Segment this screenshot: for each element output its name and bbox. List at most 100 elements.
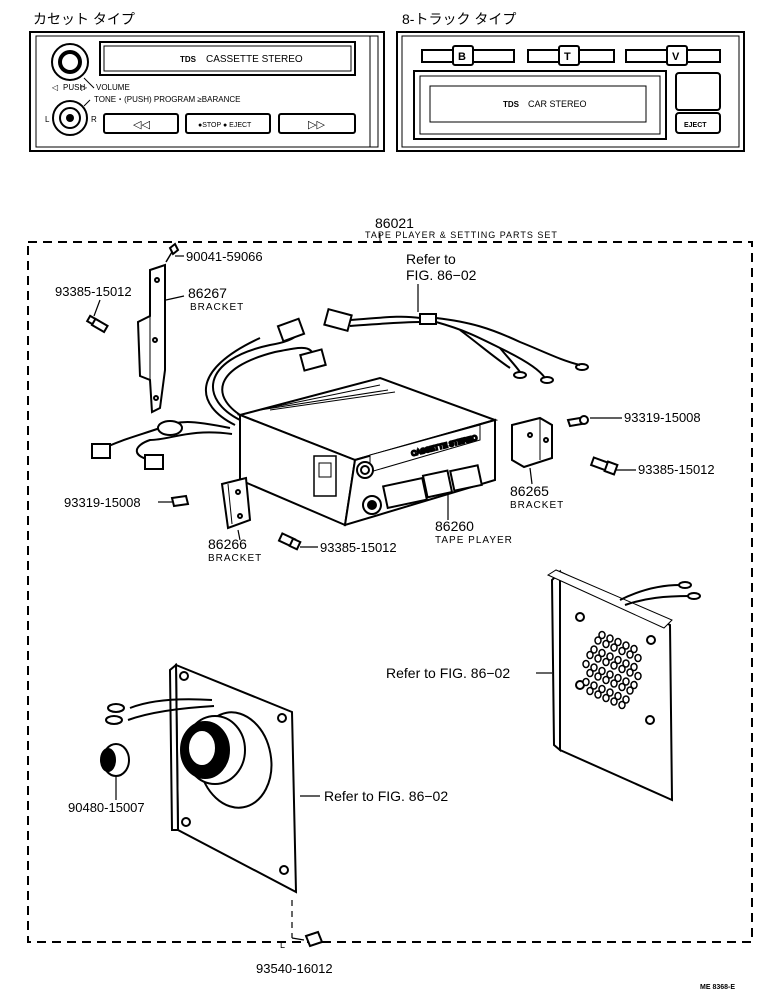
grille-hole <box>614 655 622 665</box>
grille-hole <box>610 661 618 670</box>
tone-program-balance-label: TONE・(PUSH) PROGRAM ≥BARANCE <box>94 95 240 104</box>
rewind-button-label: ◁◁ <box>133 119 150 131</box>
label-86265: 86265 <box>510 483 549 499</box>
bracket-86267-drawing <box>136 242 180 414</box>
eight-track-type-panel: 8-トラック タイプ B T V TDS CAR STEREO EJECT <box>396 11 745 152</box>
ref-harness-line1: Refer to <box>406 251 456 267</box>
grille-hole <box>614 637 622 647</box>
grille-hole <box>586 686 594 696</box>
grille-hole <box>594 636 602 645</box>
ref-speaker-right: Refer to FIG. 86−02 <box>386 665 510 681</box>
grille-hole <box>618 682 626 692</box>
grille-hole <box>590 663 598 672</box>
display-logo: TDS <box>180 55 197 64</box>
label-93319-15008-a: 93319-15008 <box>64 495 141 510</box>
cassette-type-panel: カセット タイプ PUSH ◁ ▷ VOLUME TONE・(PUSH) PRO… <box>29 11 385 152</box>
ff-button-label: ▷▷ <box>308 119 325 131</box>
part-labels: 90041-59066 93385-15012 86267 BRACKET 93… <box>55 249 715 976</box>
grille-hole <box>614 691 622 701</box>
label-86260: 86260 <box>435 518 474 534</box>
grille-hole <box>590 645 598 654</box>
screw-93319-left <box>170 494 190 508</box>
label-93540-16012: 93540-16012 <box>256 961 333 976</box>
svg-text:L: L <box>280 940 285 950</box>
speaker-left-wires <box>105 698 215 725</box>
screw-93385-right <box>589 456 619 476</box>
grille-hole <box>626 650 634 659</box>
ref-harness-line2: FIG. 86−02 <box>406 267 477 283</box>
grille-hole <box>606 652 614 661</box>
grille-hole <box>622 677 630 686</box>
label-93385-15012-a: 93385-15012 <box>55 284 132 299</box>
grille-hole <box>610 697 618 706</box>
grille-hole <box>582 659 590 669</box>
label-86267-name: BRACKET <box>190 302 244 313</box>
leader-lines <box>93 255 636 941</box>
volume-label: VOLUME <box>96 83 130 92</box>
speaker-left-drawing <box>168 662 298 894</box>
label-90041-59066: 90041-59066 <box>186 249 263 264</box>
grille-hole <box>602 693 610 703</box>
screw-93385-left <box>85 314 109 334</box>
eight-track-display-text: CAR STEREO <box>528 99 587 109</box>
svg-text:V: V <box>672 51 680 63</box>
grille-hole <box>582 677 590 687</box>
set-boundary <box>27 241 753 943</box>
grille-hole <box>622 641 630 650</box>
svg-text:T: T <box>564 51 571 63</box>
grille-hole <box>618 664 626 674</box>
grille-hole <box>634 671 642 681</box>
tone-knob <box>52 100 88 136</box>
eject-button-label: EJECT <box>684 122 707 129</box>
cassette-buttons: ◁◁ ●STOP ● EJECT ▷▷ <box>103 113 356 134</box>
grille-hole <box>594 654 602 663</box>
grille-hole <box>586 650 594 660</box>
grille-hole <box>614 673 622 683</box>
cassette-type-title: カセット タイプ <box>33 11 135 27</box>
grille-hole <box>610 643 618 652</box>
grille-hole <box>610 679 618 688</box>
grille-hole <box>594 672 602 681</box>
label-86267: 86267 <box>188 285 227 301</box>
grille-hole <box>630 662 638 672</box>
eight-track-type-title: 8-トラック タイプ <box>402 11 516 27</box>
grille-hole <box>598 648 606 658</box>
speaker-right-drawing <box>546 569 674 802</box>
svg-text:TDS: TDS <box>503 100 520 109</box>
tape-player-86260-drawing: CASSETTE STEREO <box>236 376 499 527</box>
label-86266-name: BRACKET <box>208 553 262 564</box>
grille-hole <box>630 644 638 654</box>
push-small-label: PUSH <box>63 83 85 92</box>
assembly-name: TAPE PLAYER & SETTING PARTS SET <box>365 230 558 240</box>
label-93385-15012-c: 93385-15012 <box>320 540 397 555</box>
label-86266: 86266 <box>208 536 247 552</box>
cassette-display: TDS CASSETTE STEREO <box>99 41 356 76</box>
bracket-86266-drawing <box>220 476 252 530</box>
label-86265-name: BRACKET <box>510 500 564 511</box>
grille-hole <box>618 646 626 656</box>
grille-hole <box>606 670 614 679</box>
stop-eject-button-label: ●STOP ● EJECT <box>198 122 252 129</box>
footer-code: ME 8368-E <box>700 984 735 991</box>
svg-text:L: L <box>45 115 50 124</box>
grille-hole <box>598 666 606 676</box>
grille-hole <box>622 659 630 668</box>
grille-hole <box>618 700 626 710</box>
grille-hole <box>634 653 642 663</box>
label-93385-15012-b: 93385-15012 <box>638 462 715 477</box>
svg-text:B: B <box>458 51 466 63</box>
grille-hole <box>622 695 630 704</box>
grommet-90480 <box>100 743 130 777</box>
screw-93385-bottom <box>277 532 302 551</box>
grille-hole <box>594 690 602 699</box>
speaker-grille <box>582 630 642 710</box>
grille-hole <box>602 657 610 667</box>
svg-text:R: R <box>91 115 97 124</box>
grille-hole <box>586 668 594 678</box>
grille-hole <box>598 684 606 694</box>
cassette-display-text: CASSETTE STEREO <box>206 54 303 65</box>
bracket-86265-drawing <box>511 416 553 469</box>
wiring-harness <box>91 307 589 470</box>
eight-track-display: TDS CAR STEREO <box>413 70 667 140</box>
label-86260-name: TAPE PLAYER <box>435 535 513 546</box>
